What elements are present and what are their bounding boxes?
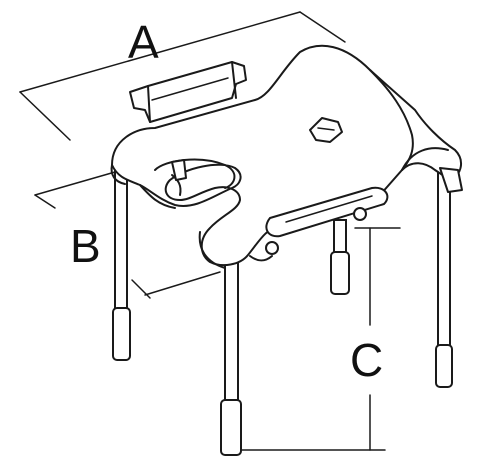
leg-front-left bbox=[112, 169, 131, 361]
side-handle bbox=[265, 186, 389, 255]
back-handle bbox=[129, 61, 247, 123]
dimension-c-lines bbox=[239, 227, 401, 451]
leg-front-right bbox=[220, 261, 242, 456]
seat bbox=[110, 44, 462, 269]
leg-back-right bbox=[435, 169, 453, 388]
dimension-b-label: B bbox=[70, 220, 101, 272]
dimension-a-lines bbox=[19, 11, 346, 141]
dimension-a-label: A bbox=[128, 16, 159, 68]
leg-clamp bbox=[171, 159, 463, 193]
leg-back-left bbox=[330, 219, 350, 295]
dimension-b-lines bbox=[34, 171, 221, 299]
dimension-c-label: C bbox=[350, 334, 383, 386]
